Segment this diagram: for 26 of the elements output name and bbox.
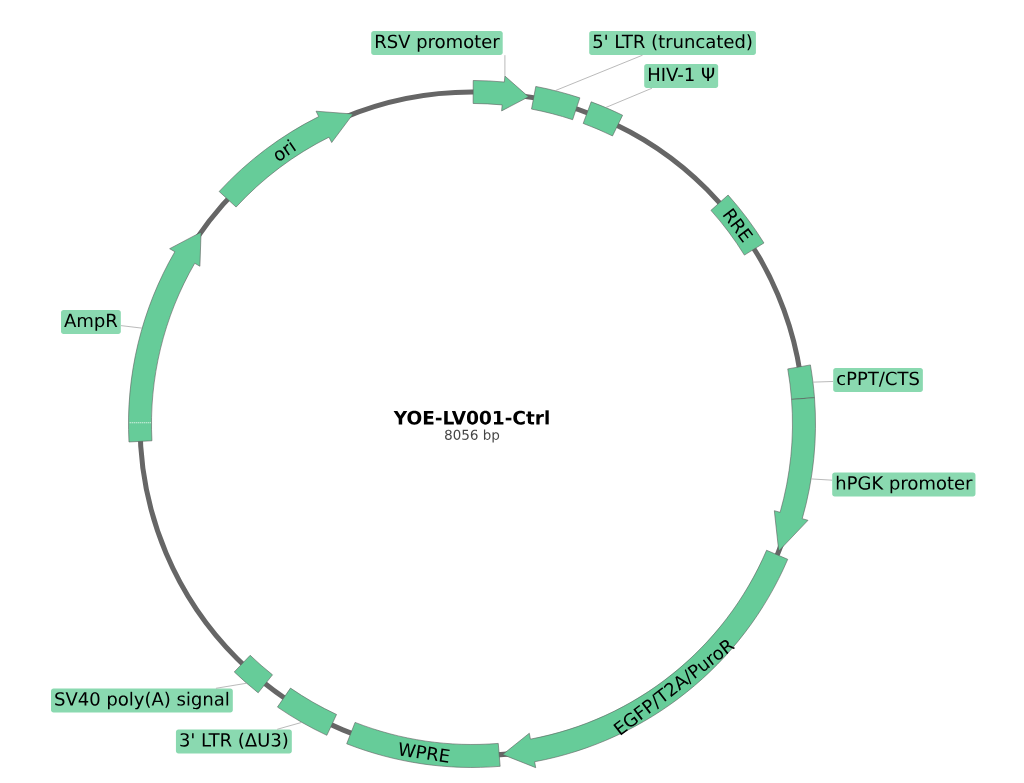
directional-feature: ori bbox=[218, 110, 354, 208]
length-text: 8056 bp bbox=[445, 429, 500, 443]
label-box: cPPT/CTS bbox=[833, 368, 923, 392]
leader-line bbox=[812, 381, 834, 383]
leader-line bbox=[120, 325, 143, 329]
title: YOE-LV001-Ctrl bbox=[393, 410, 549, 425]
leader-line bbox=[554, 54, 643, 91]
feature-box bbox=[233, 655, 273, 694]
leader-line bbox=[504, 54, 506, 77]
feature-box: WPRE bbox=[346, 722, 501, 768]
label-box: SV40 poly(A) signal bbox=[51, 688, 233, 713]
label-box: 5' LTR (truncated) bbox=[589, 31, 756, 55]
label-box: AmpR bbox=[61, 310, 121, 334]
label-box: 3' LTR (ΔU3) bbox=[175, 729, 292, 754]
feature-box bbox=[787, 364, 815, 400]
leader-line bbox=[215, 682, 247, 689]
feature-box bbox=[531, 86, 581, 120]
directional-feature bbox=[128, 231, 202, 443]
feature-box bbox=[582, 101, 623, 137]
label-box: HIV-1 Ψ bbox=[644, 64, 719, 88]
leader-line bbox=[605, 87, 653, 108]
label-box: hPGK promoter bbox=[832, 472, 976, 497]
label-box: RSV promoter bbox=[371, 31, 503, 55]
leader-line bbox=[276, 722, 302, 730]
directional-feature bbox=[472, 75, 529, 112]
leader-line bbox=[810, 478, 833, 481]
